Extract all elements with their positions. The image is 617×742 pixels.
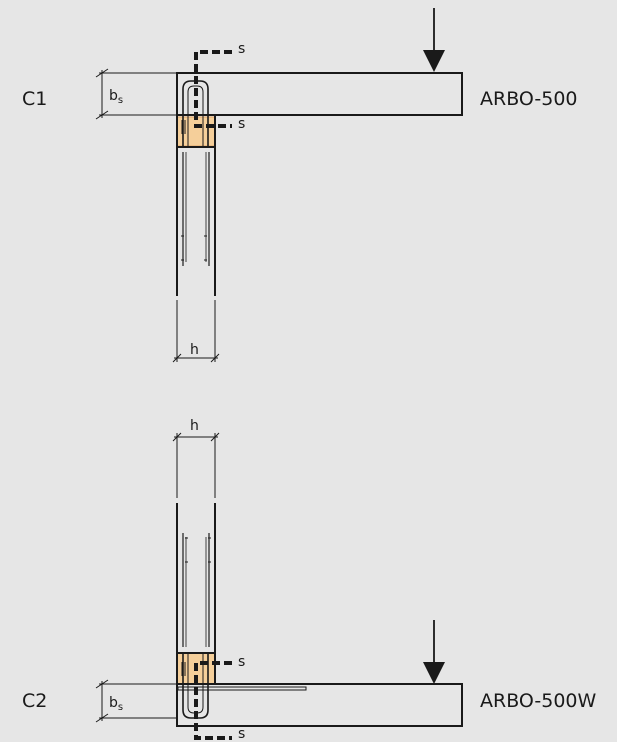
section-line-c2	[194, 661, 232, 740]
dim-h-label-c1: h	[190, 342, 199, 358]
case-label-c1: C1	[22, 88, 48, 110]
load-arrow-c2	[423, 620, 445, 684]
slab-c1	[176, 72, 463, 116]
dim-h-label-c2: h	[190, 418, 199, 434]
detail-c1	[95, 8, 463, 363]
dim-h-c2	[172, 432, 220, 498]
dim-bs-c2	[95, 679, 177, 723]
section-label-top-c1: s	[238, 41, 246, 57]
slab-c2	[176, 683, 463, 727]
dim-bs-label-c1: bs	[109, 88, 124, 106]
detail-c2	[95, 432, 463, 740]
column-c1	[176, 115, 216, 296]
anchor-bar-c2	[177, 686, 307, 691]
section-label-top-c2: s	[238, 654, 246, 670]
product-label-c1: ARBO-500	[480, 88, 578, 110]
section-line-c1	[194, 50, 232, 128]
dim-h-c1	[172, 300, 220, 363]
load-arrow-c1	[423, 8, 445, 72]
dim-bs-c1	[95, 68, 177, 120]
case-label-c2: C2	[22, 690, 48, 712]
product-label-c2: ARBO-500W	[480, 690, 597, 712]
dim-bs-label-c2: bs	[109, 695, 124, 713]
section-label-bottom-c1: s	[238, 116, 246, 132]
section-label-bottom-c2: s	[238, 726, 246, 742]
